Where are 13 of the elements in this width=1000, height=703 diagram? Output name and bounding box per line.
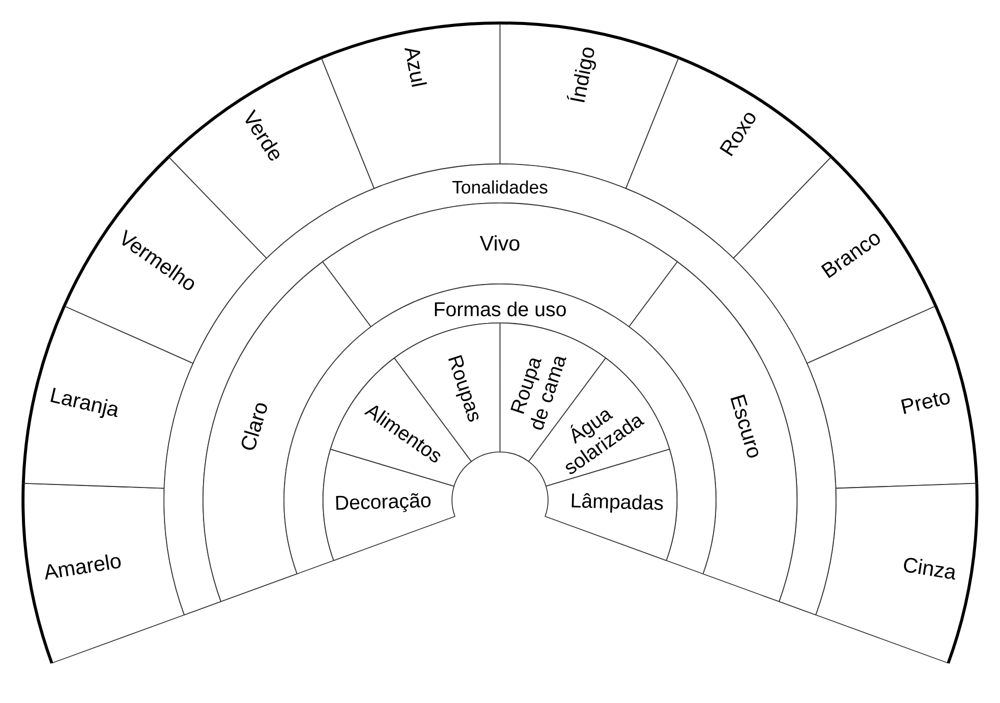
node-label: Preto (901, 392, 950, 414)
ring-sector: Preto (806, 305, 978, 489)
node-label: Escuro (730, 394, 758, 458)
node-label: Azul (404, 48, 427, 87)
ring-sector: Laranja (22, 305, 194, 489)
node-label: Formas de uso (434, 302, 566, 316)
node-label: Laranja (50, 388, 118, 418)
node-label: Índigo (566, 48, 596, 102)
ring-sector: Amarelo (22, 482, 185, 664)
ring-sector: Cinza (815, 482, 978, 664)
node-label: Vivo (480, 235, 520, 251)
node-label: Cinza (904, 558, 956, 580)
node-label: Claro (242, 403, 267, 450)
